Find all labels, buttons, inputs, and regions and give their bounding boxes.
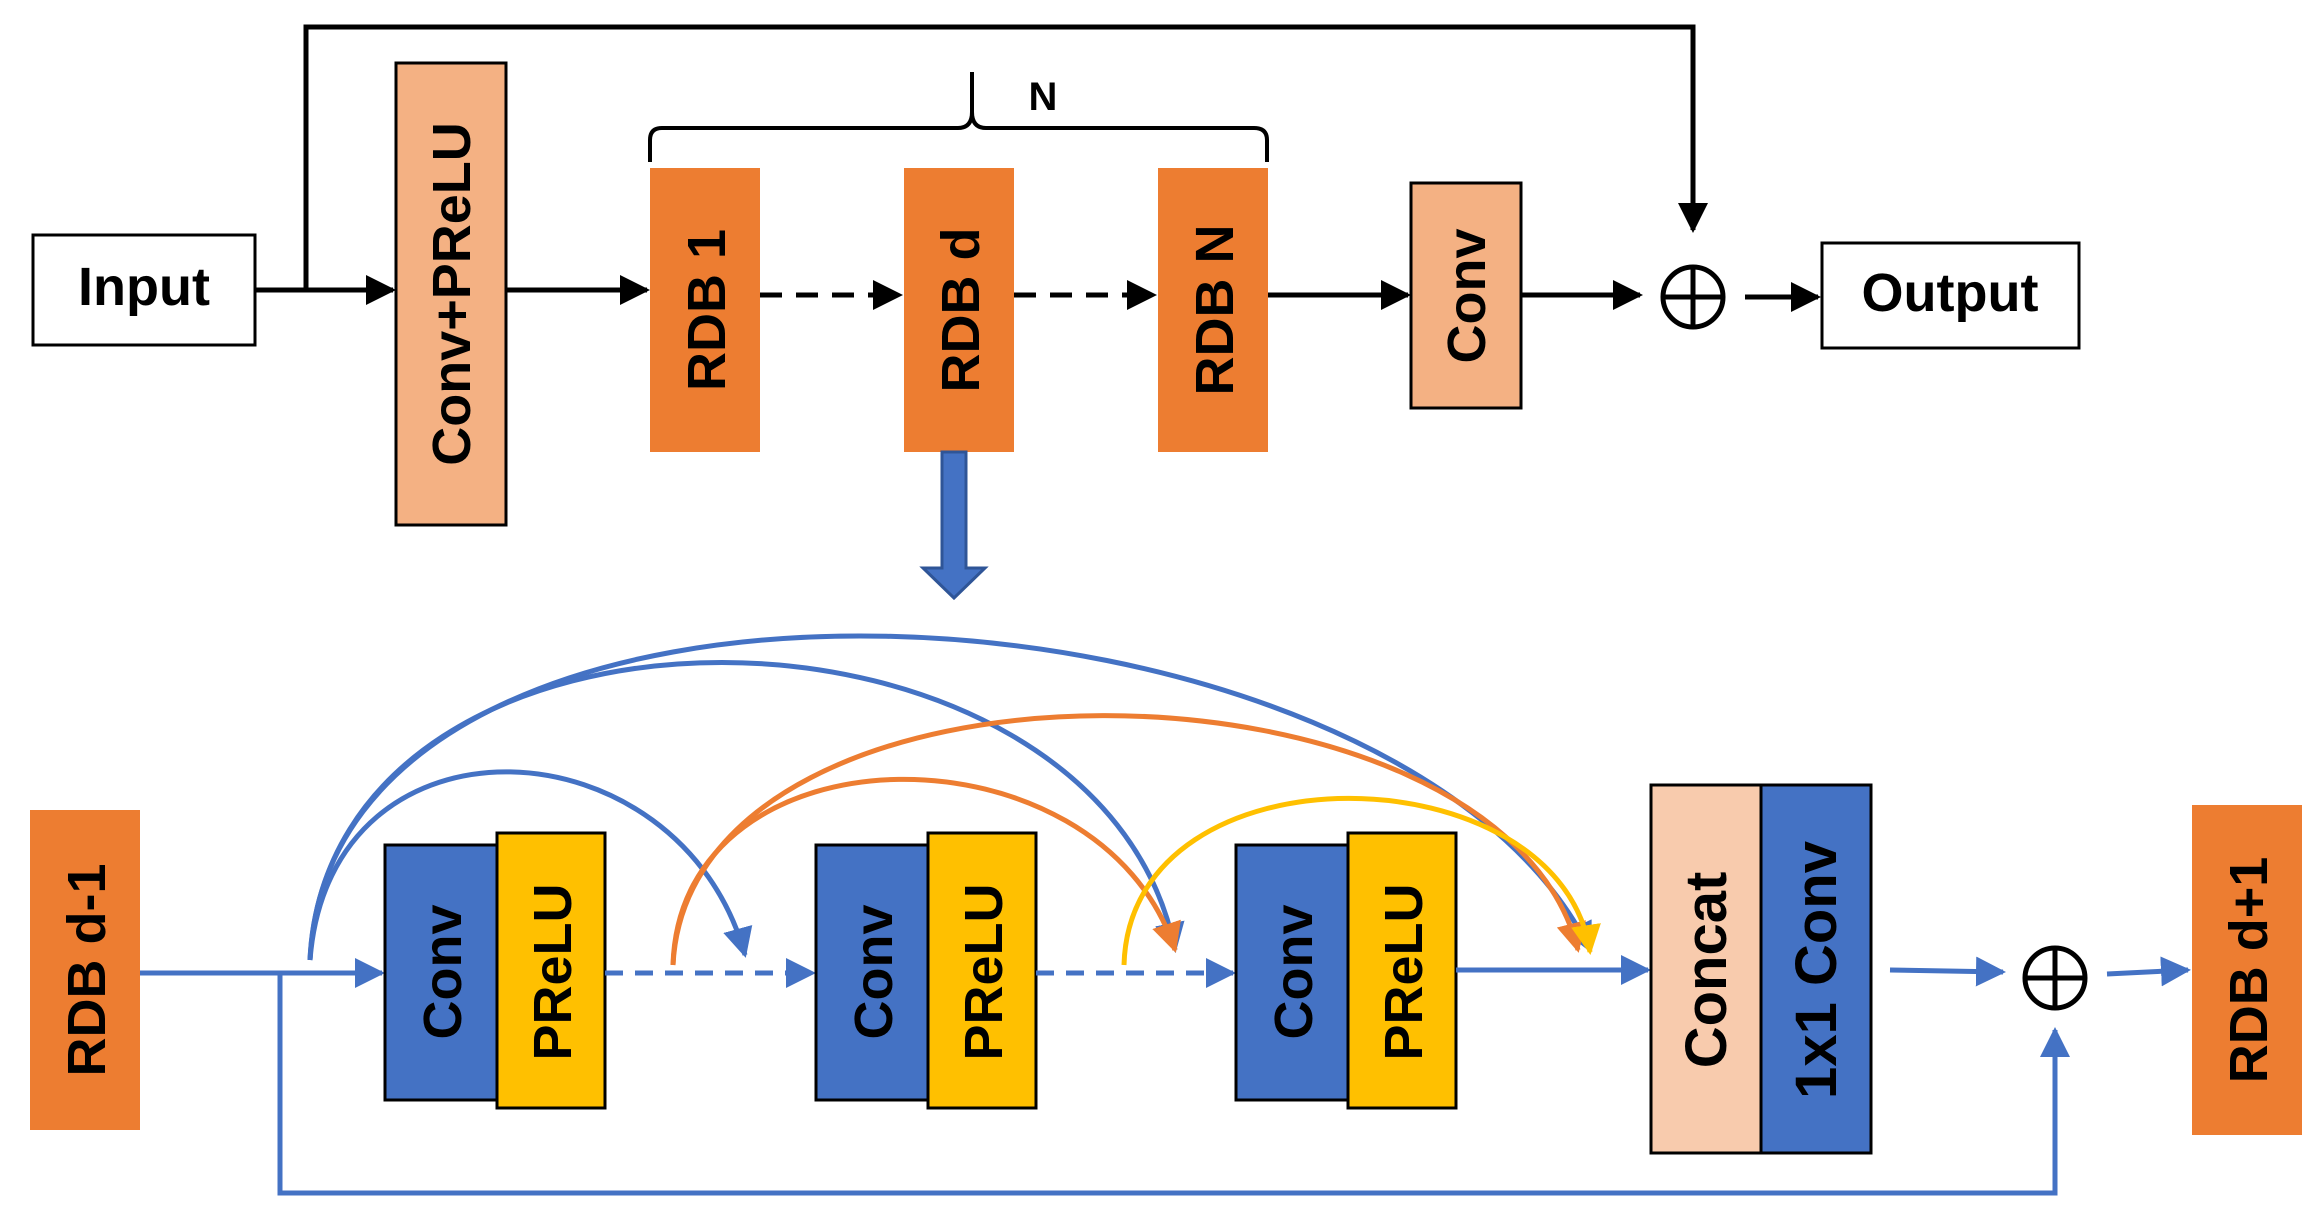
conv-prelu-label: Conv+PReLU xyxy=(422,122,482,466)
arrow-sum-to-rdbnext xyxy=(2106,956,2191,987)
rdbd-label: RDB d xyxy=(931,228,991,393)
conv1x1-box xyxy=(1759,783,1873,1155)
unit3-conv-box xyxy=(1234,843,1350,1102)
conv1x1-label: 1x1 Conv xyxy=(1784,841,1849,1099)
unit1-conv-box xyxy=(383,843,499,1102)
dense-blue-to-unit2 xyxy=(307,769,753,961)
unit3-conv-label: Conv xyxy=(1264,905,1324,1040)
output-box xyxy=(1820,241,2081,350)
rdb1-label: RDB 1 xyxy=(677,229,737,391)
input-label: Input xyxy=(78,257,210,317)
unit2-conv-box xyxy=(814,843,930,1102)
bottom-sum-icon xyxy=(2022,945,2088,1011)
rdbd-box xyxy=(904,168,1014,452)
rdb-detail: RDB d-1 Conv PReLU Conv PReLU Conv PReLU… xyxy=(30,633,2302,1196)
arrow-conv1x1-to-sum xyxy=(1889,956,2006,987)
concat-box xyxy=(1649,783,1763,1155)
output-label: Output xyxy=(1862,263,2039,323)
rdb-next-label: RDB d+1 xyxy=(2219,857,2279,1084)
rdb-prev-box xyxy=(30,810,140,1130)
concat-label: Concat xyxy=(1674,872,1739,1069)
rdbn-box xyxy=(1158,168,1268,452)
conv-box xyxy=(1409,181,1523,410)
rdbn-label: RDB N xyxy=(1185,225,1245,396)
rdb-prev-label: RDB d-1 xyxy=(57,864,117,1077)
conv-prelu-box xyxy=(394,61,508,527)
brace-n-label: N xyxy=(1029,75,1058,119)
expand-arrow-icon xyxy=(919,450,989,601)
conv-label: Conv xyxy=(1437,229,1497,364)
unit2-prelu-label: PReLU xyxy=(954,883,1014,1060)
unit1-prelu-box xyxy=(495,831,607,1110)
unit3-prelu-label: PReLU xyxy=(1374,883,1434,1060)
top-sum-icon xyxy=(1660,264,1726,330)
unit3-prelu-box xyxy=(1346,831,1458,1110)
rdb-next-box xyxy=(2192,805,2302,1135)
rdb1-box xyxy=(650,168,760,452)
unit1-conv-label: Conv xyxy=(413,905,473,1040)
unit1-prelu-label: PReLU xyxy=(523,883,583,1060)
local-skip-connection xyxy=(277,973,2070,1196)
dense-yellow-to-concat xyxy=(1121,795,1601,966)
unit2-conv-label: Conv xyxy=(844,905,904,1040)
top-pipeline: Input Conv+PReLU N RDB 1 RDB d RDB N Con… xyxy=(31,24,2081,527)
global-skip-connection xyxy=(303,24,1708,290)
brace-n xyxy=(648,72,1269,162)
